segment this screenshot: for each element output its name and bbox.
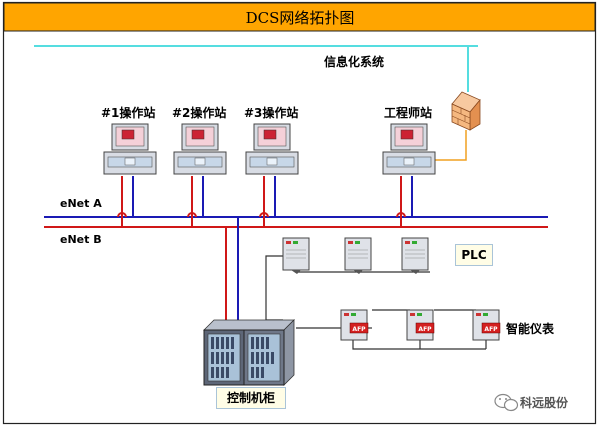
station-label-2: #2操作站 (172, 106, 227, 120)
workstation-3-icon (245, 123, 299, 175)
plc-device-icon (401, 237, 429, 274)
info-system-label: 信息化系统 (324, 55, 385, 69)
station-drops (117, 176, 413, 227)
meter-badge-text: AFP (352, 326, 366, 333)
control-cabinet-label: 控制机柜 (216, 387, 286, 409)
cabinet-drops (225, 217, 239, 322)
meter-badge-text: AFP (418, 326, 432, 333)
station-label-1: #1操作站 (101, 106, 156, 120)
enet-b-label: eNet B (60, 233, 102, 246)
station-label-4: 工程师站 (384, 106, 433, 120)
title-bar (3, 2, 596, 32)
control-cabinet-icon (203, 319, 295, 386)
plc-device-icon (344, 237, 372, 274)
meter-device-icon: AFP (340, 309, 369, 341)
enet-a-label: eNet A (60, 197, 102, 210)
meter-device-icon: AFP (406, 309, 435, 341)
workstation-2-icon (173, 123, 227, 175)
smart-meter-devices: AFP AFP AFP (340, 309, 501, 341)
watermark-text: 科远股份 (520, 396, 569, 410)
smart-meter-label: 智能仪表 (506, 322, 555, 336)
workstation-1-icon (103, 123, 157, 175)
meter-badge-text: AFP (484, 326, 498, 333)
wechat-logo-icon (494, 393, 519, 412)
meter-device-icon: AFP (472, 309, 501, 341)
workstation-4-icon (382, 123, 436, 175)
firewall-link (422, 130, 467, 161)
firewall-icon (451, 91, 481, 131)
plc-label: PLC (455, 244, 493, 266)
page-title: DCS网络拓扑图 (245, 9, 355, 27)
plc-devices (282, 237, 429, 274)
workstation-icons (103, 123, 436, 175)
plc-device-icon (282, 237, 310, 274)
station-label-3: #3操作站 (244, 106, 299, 120)
